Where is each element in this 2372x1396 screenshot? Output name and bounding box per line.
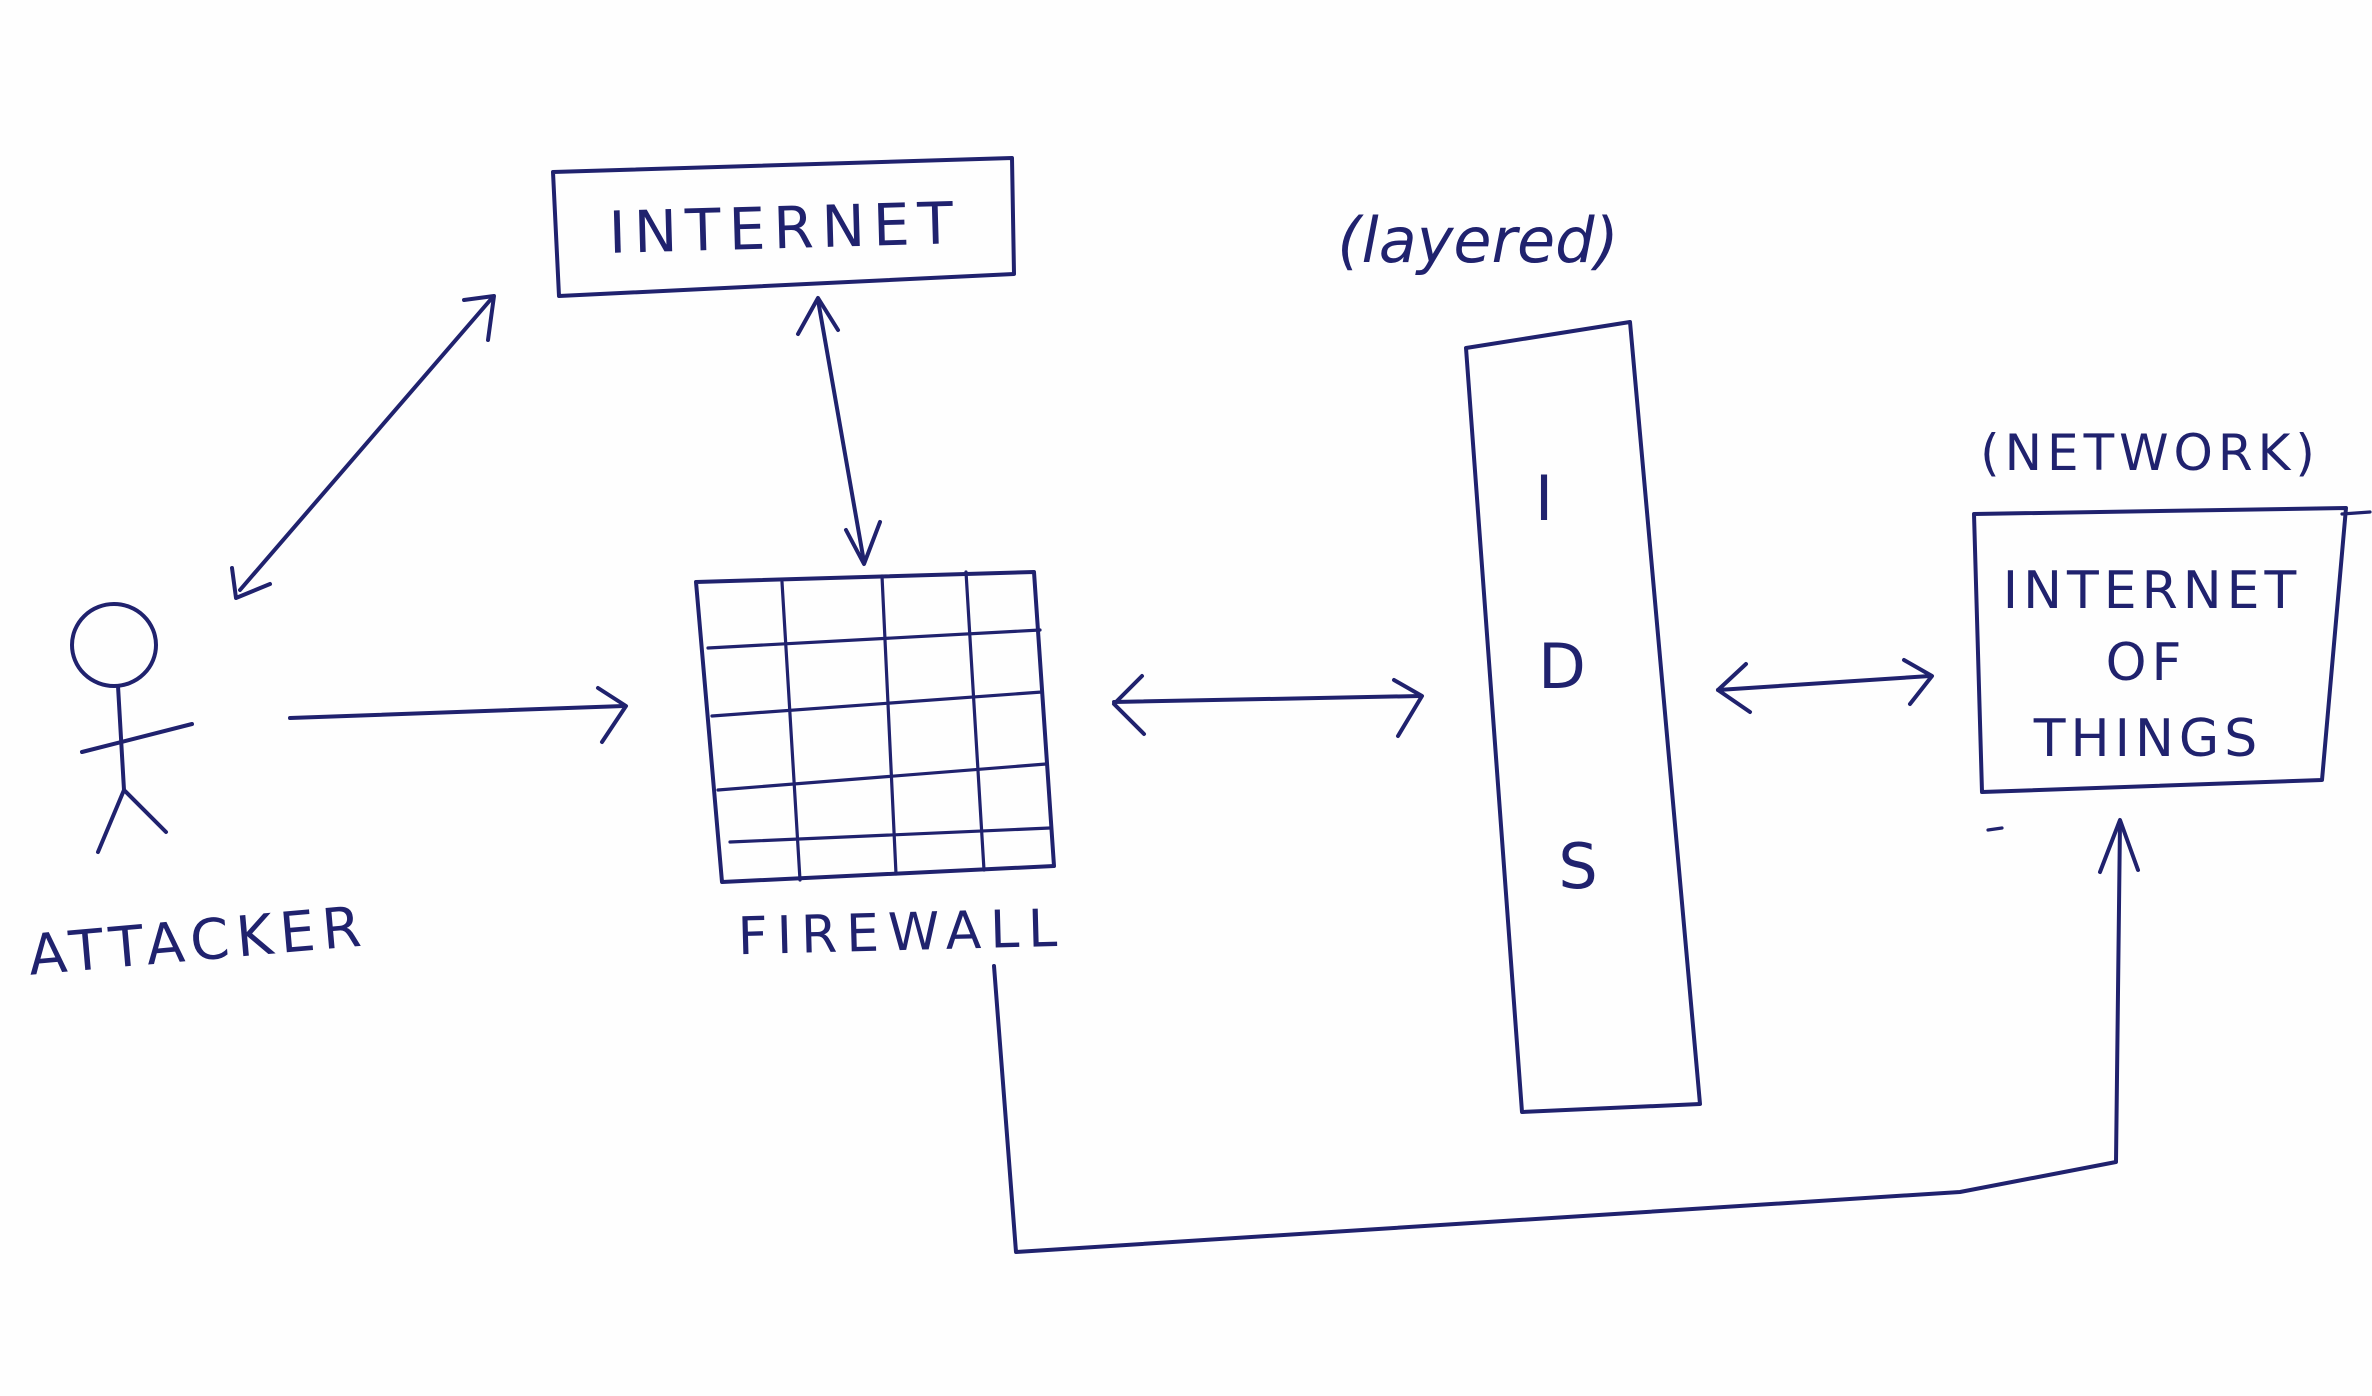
arrowhead-icon [596, 686, 628, 744]
edge-firewall-ids [1112, 674, 1424, 738]
attacker-node: ATTACKER [26, 602, 371, 989]
arrowhead-icon [844, 520, 882, 566]
edge-attacker-firewall [288, 686, 628, 744]
iot-line-2: OF [2106, 633, 2187, 693]
firewall-node: FIREWALL [694, 570, 1067, 968]
firewall-grid-icon [694, 570, 1056, 884]
ids-letter-s: S [1558, 830, 1597, 903]
firewall-label: FIREWALL [737, 899, 1067, 968]
ids-letter-d: D [1538, 630, 1586, 703]
edge-attacker-internet [230, 294, 496, 600]
edge-internet-firewall [796, 296, 882, 566]
arrowhead-icon [1112, 674, 1146, 736]
arrowhead-icon [230, 566, 272, 600]
iot-line-1: INTERNET [2003, 561, 2302, 621]
internet-node: INTERNET [551, 156, 1016, 298]
iot-line-3: THINGS [2033, 709, 2262, 769]
arrowhead-icon [1902, 658, 1934, 706]
iot-box [1972, 506, 2348, 794]
arrowhead-icon [1716, 662, 1752, 714]
iot-annotation: (NETWORK) [1980, 424, 2320, 482]
ids-letter-i: I [1535, 462, 1553, 535]
internet-label: INTERNET [608, 189, 962, 267]
stick-figure-icon [70, 602, 194, 854]
arrowhead-icon [2098, 818, 2140, 874]
internet-box [551, 156, 1016, 298]
iot-box-overhang [2340, 510, 2372, 516]
arrowhead-icon [1392, 678, 1424, 738]
attacker-label: ATTACKER [26, 894, 371, 988]
ids-annotation: (layered) [1337, 204, 1618, 277]
ids-node: I D S (layered) [1337, 204, 1702, 1114]
iot-node: INTERNET OF THINGS (NETWORK) [1972, 424, 2372, 794]
edge-ids-iot [1716, 658, 1934, 714]
edge-firewall-iot [992, 818, 2140, 1254]
stray-mark [1986, 826, 2004, 832]
arrowhead-icon [796, 296, 840, 336]
arrowhead-icon [462, 294, 496, 342]
ids-box [1464, 320, 1702, 1114]
